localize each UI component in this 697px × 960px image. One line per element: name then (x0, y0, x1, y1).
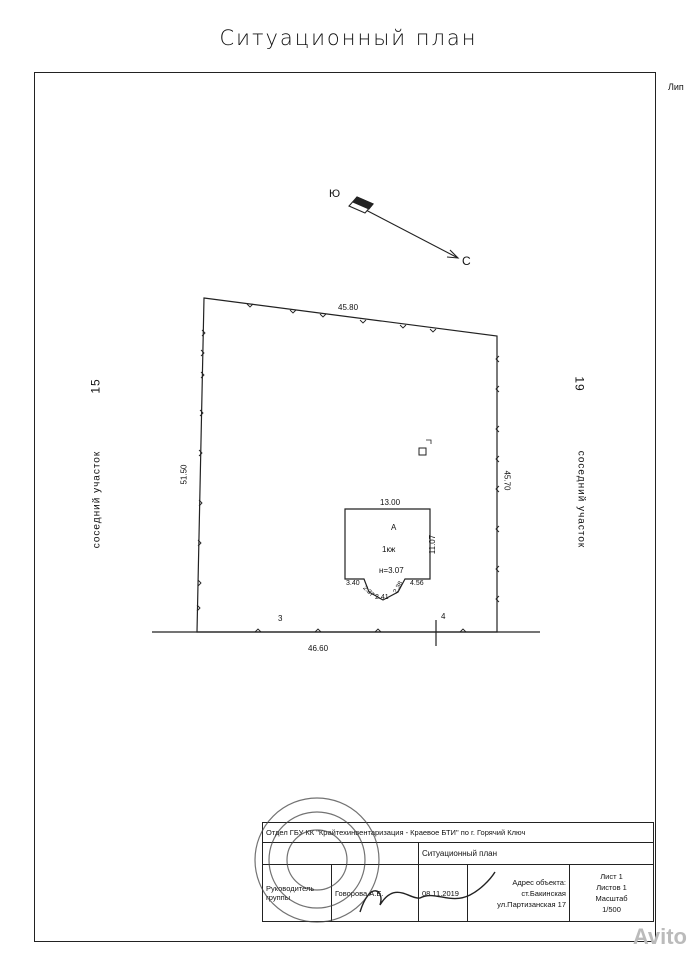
edge-text: Лип (668, 82, 684, 92)
stamp-organization: Отдел ГБУ КК "Крайтехинвентаризация - Кр… (262, 822, 654, 843)
neighbor-right-label: соседний участок (575, 450, 587, 549)
stamp-scale-label: Масштаб (595, 894, 628, 903)
dim-right: 45.70 (502, 470, 512, 491)
stamp-head-role: Руководитель группы (262, 864, 332, 922)
stamp-scale-value: 1/500 (602, 905, 621, 914)
drawing-frame (34, 72, 656, 942)
neighbor-left-label: соседний участок (91, 450, 103, 549)
stamp-doc-name: Ситуационный план (418, 842, 654, 865)
dim-house-width: 13.00 (380, 498, 401, 507)
compass-arrow (348, 196, 460, 259)
stamp-sheet: Лист 1 (600, 872, 623, 881)
dim-notch-a: 3.40 (346, 580, 360, 587)
neighbor-left-number: 15 (88, 378, 103, 394)
avito-watermark: Avito (632, 924, 687, 949)
compass-north-label: С (462, 254, 471, 268)
dim-left: 51.50 (179, 464, 189, 485)
stamp-address-label: Адрес объекта: (512, 877, 566, 887)
point-4-label: 4 (441, 612, 446, 621)
dim-house-height: 11.07 (428, 534, 438, 555)
boundary-ticks (196, 303, 500, 633)
stamp-address-line1: ст.Бакинская (521, 888, 566, 898)
house-letter: А (391, 523, 397, 532)
title-block: Отдел ГБУ КК "Крайтехинвентаризация - Кр… (262, 822, 654, 922)
stamp-sheets: Листов 1 (596, 883, 627, 892)
dim-notch-c: 2.41 (375, 594, 389, 601)
small-structure (418, 447, 427, 456)
compass-south-label: Ю (329, 188, 341, 200)
neighbor-right-number: 19 (572, 376, 587, 392)
dim-notch-e: 4.56 (410, 580, 424, 587)
point-3-label: 3 (278, 614, 283, 623)
dim-bottom: 46.60 (308, 644, 329, 653)
dim-top: 45.80 (338, 303, 359, 312)
stamp-address-line2: ул.Партизанская 17 (497, 899, 566, 909)
house-height: н=3.07 (379, 566, 404, 575)
house-outline (344, 508, 431, 601)
stamp-head-name: Говорова А.Е. (331, 864, 419, 922)
page-title: Ситуационный план (219, 26, 478, 50)
stamp-date: 08.11.2019 (419, 865, 468, 921)
house-floors: 1кж (382, 545, 396, 554)
